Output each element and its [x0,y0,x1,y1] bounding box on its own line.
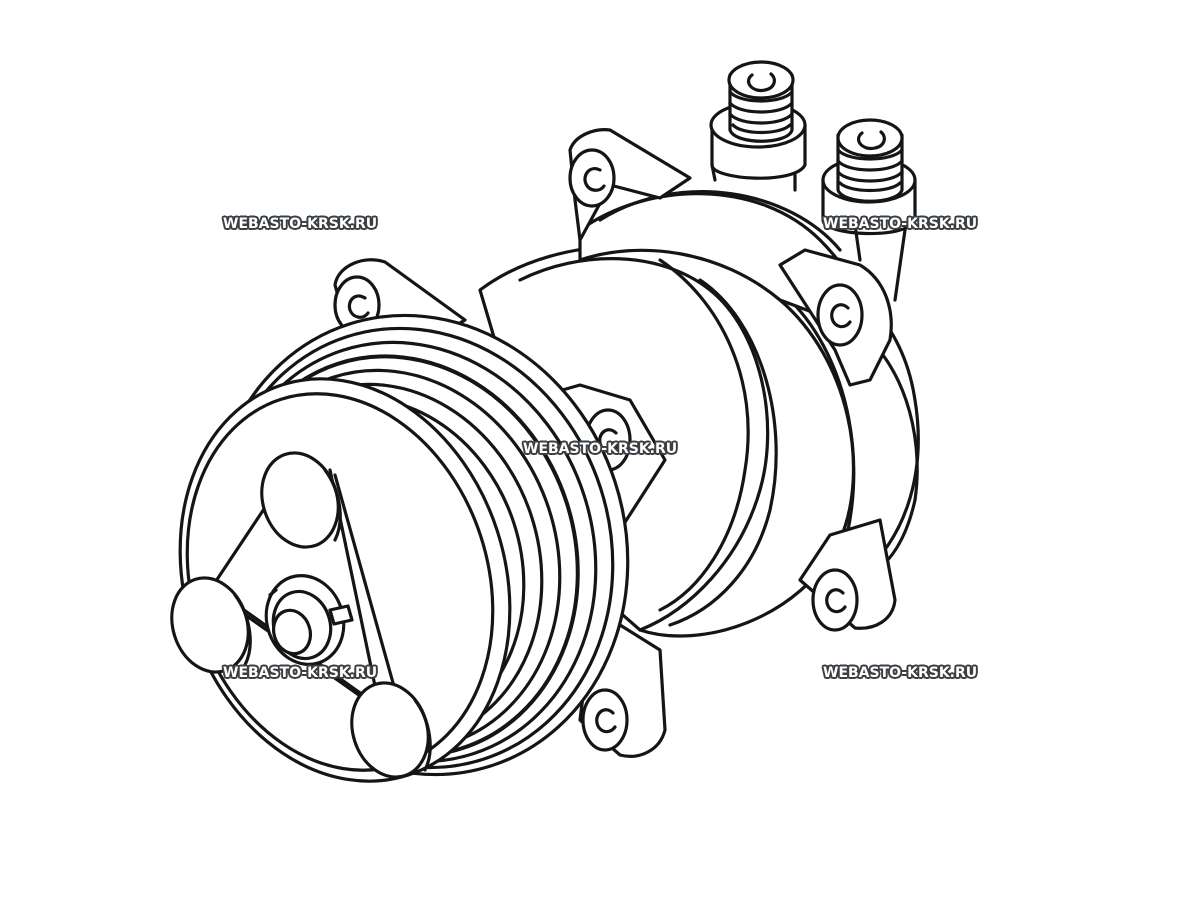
watermark-bottom-right: WEBASTO-KRSK.RU [823,665,978,681]
rivet-pad-left [170,576,252,674]
hub-nut [264,574,354,666]
watermark-top-left: WEBASTO-KRSK.RU [223,216,378,232]
port-right [821,118,917,302]
port-left [709,60,807,192]
mount-ear-lower-right [798,518,897,632]
mount-ear-right [778,248,893,387]
watermark-bottom-left: WEBASTO-KRSK.RU [223,665,378,681]
watermark-center: WEBASTO-KRSK.RU [523,441,678,457]
rivet-pad-top [260,451,342,549]
rivet-pad-bottom [350,681,432,779]
mount-ear-top [568,128,692,242]
watermark-top-right: WEBASTO-KRSK.RU [823,216,978,232]
